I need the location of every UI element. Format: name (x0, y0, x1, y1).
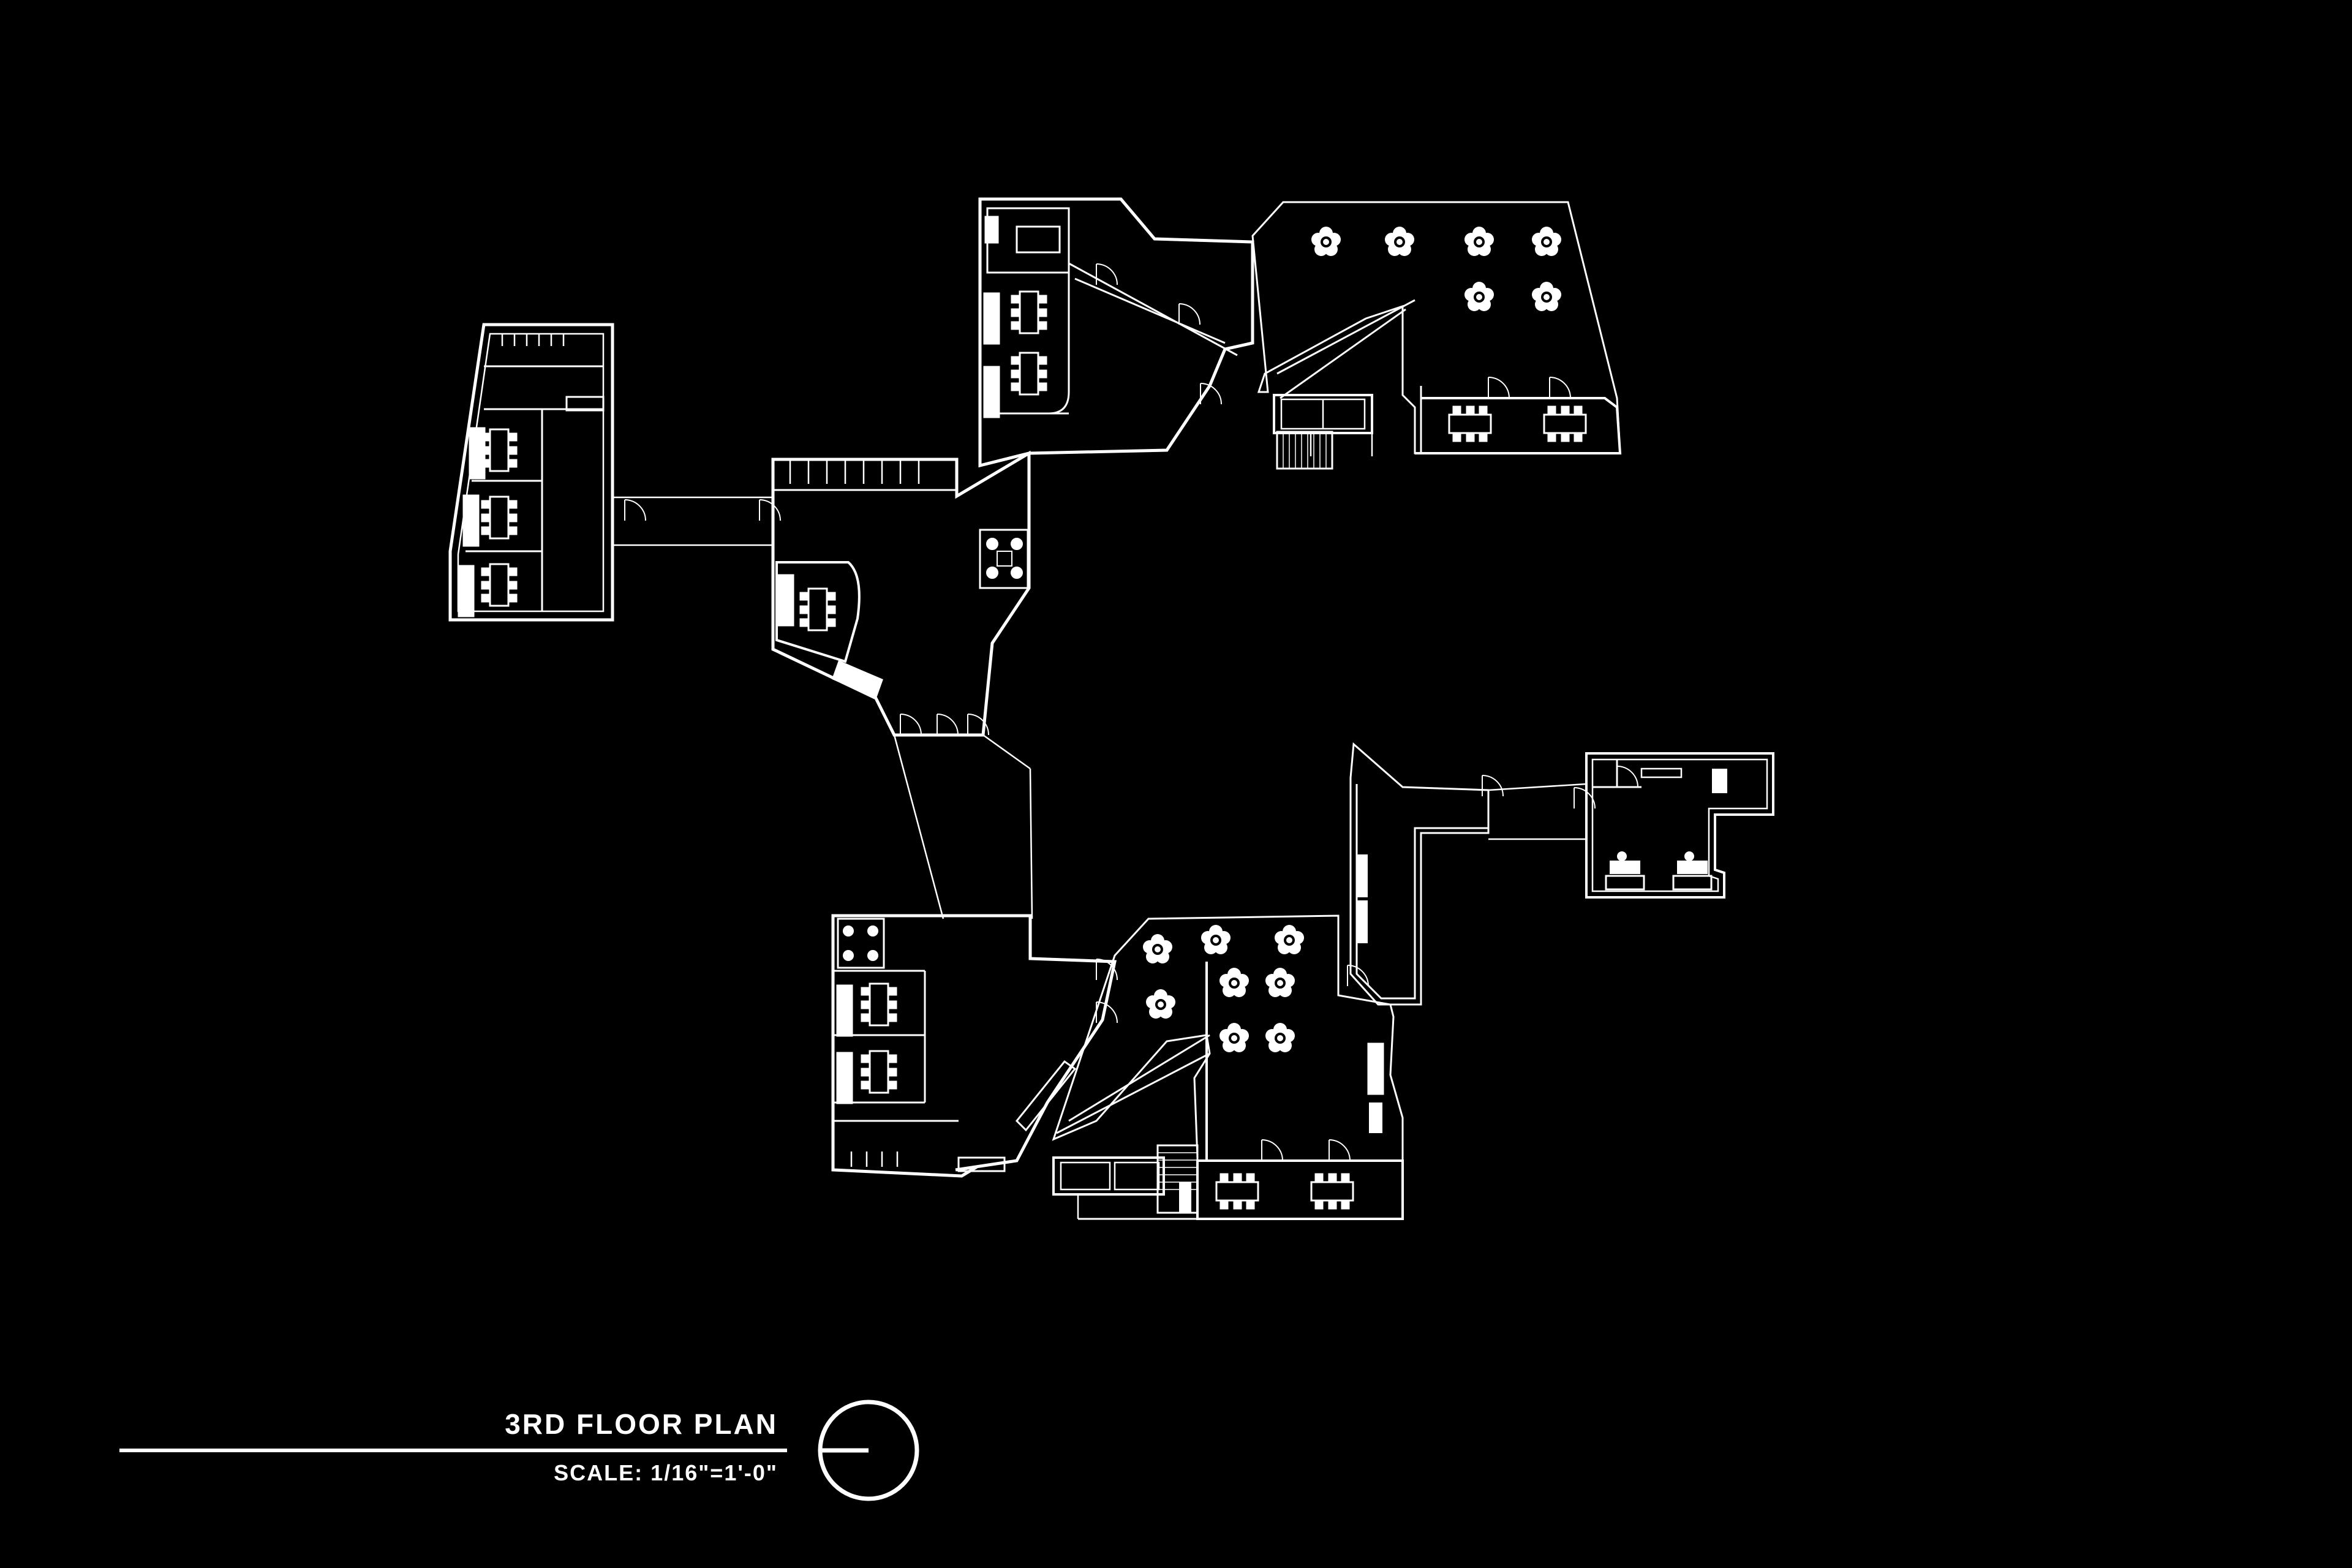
central-hub (771, 450, 1031, 737)
left-wing (448, 323, 614, 622)
corridor-left (612, 496, 782, 546)
far-right-office (1585, 752, 1774, 899)
corridor-right (1488, 783, 1596, 840)
right-l-wing (1348, 742, 1503, 1006)
lower-center-block (831, 914, 1117, 1178)
upper-right-wing (1251, 201, 1622, 469)
lower-right-wing (1052, 914, 1404, 1220)
lower-garden-trees (1143, 925, 1304, 1052)
upper-garden-trees (1311, 227, 1561, 311)
bridge-center (893, 734, 1033, 919)
north-arrow-icon (818, 1400, 919, 1501)
upper-center-rooms (978, 197, 1254, 468)
title-block (119, 1400, 919, 1501)
